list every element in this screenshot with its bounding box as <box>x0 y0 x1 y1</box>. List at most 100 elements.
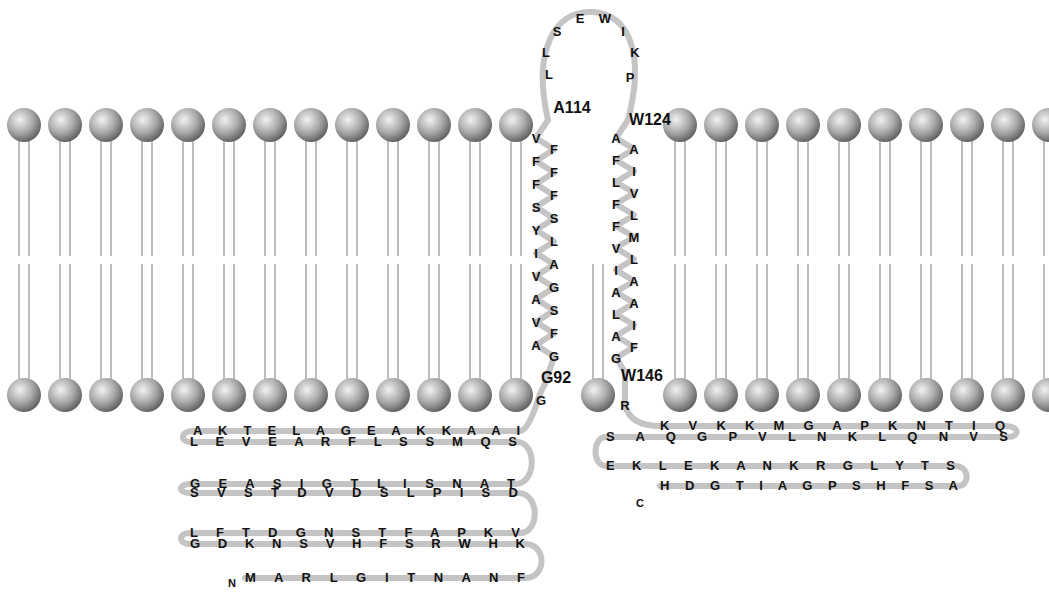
lipid-tail <box>274 140 275 256</box>
lipid-tail <box>141 264 142 380</box>
lipid-head <box>745 108 779 142</box>
residue-letter: F <box>550 189 558 202</box>
lipid-head <box>294 378 328 412</box>
protein-backbone <box>181 384 545 578</box>
residue-row: G D K N S V H F S R W H K <box>190 537 532 550</box>
transmembrane-helix <box>536 120 634 384</box>
residue-letter: I <box>534 247 538 260</box>
lipid-head <box>950 378 984 412</box>
lipid-tail <box>961 140 962 256</box>
lipid-tail <box>223 264 224 380</box>
residue-letter: R <box>620 399 629 412</box>
lipid-head <box>89 108 123 142</box>
residue-letter: G <box>549 281 559 294</box>
lipid-tail <box>100 264 101 380</box>
residue-letter: V <box>532 270 541 283</box>
lipid-head <box>171 108 205 142</box>
lipid-tail <box>69 264 70 380</box>
lipid-tail <box>233 140 234 256</box>
lipid-tail <box>715 140 716 256</box>
lipid-head <box>376 378 410 412</box>
lipid-head <box>89 378 123 412</box>
lipid-tail <box>848 140 849 256</box>
lipid-tail <box>766 264 767 380</box>
protein-backbone <box>596 372 1017 486</box>
residue-letter: S <box>532 201 541 214</box>
lipid-head <box>335 378 369 412</box>
residue-row: S V S T D V D S L P I S D <box>190 486 525 499</box>
lipid-tail <box>520 140 521 256</box>
residue-letter: A <box>611 330 620 343</box>
lipid-tail <box>1043 140 1044 256</box>
lipid-head <box>1032 378 1049 412</box>
lipid-head <box>909 108 943 142</box>
lipid-head <box>212 108 246 142</box>
lipid-head <box>48 108 82 142</box>
residue-letter: P <box>626 71 635 84</box>
lipid-tail <box>510 264 511 380</box>
residue-letter: G <box>536 394 546 407</box>
lipid-tail <box>151 140 152 256</box>
lipid-tail <box>725 140 726 256</box>
lipid-head <box>335 108 369 142</box>
residue-row: L E V E A R F L S S M Q S <box>190 435 524 448</box>
lipid-tail <box>807 264 808 380</box>
residue-row: S A Q G P V L N K L Q N V S <box>606 430 1017 443</box>
residue-letter: F <box>550 166 558 179</box>
residue-letter: A <box>531 339 540 352</box>
residue-letter: F <box>612 220 620 233</box>
lipid-tail <box>592 264 593 380</box>
lipid-head <box>130 378 164 412</box>
lipid-head <box>7 108 41 142</box>
residue-row: E K L E K A N K R G L Y T S <box>606 459 962 472</box>
lipid-head <box>417 108 451 142</box>
lipid-tail <box>510 140 511 256</box>
lipid-head <box>48 378 82 412</box>
lipid-tail <box>28 264 29 380</box>
lipid-head <box>786 378 820 412</box>
residue-letter: N <box>228 578 236 589</box>
lipid-head <box>704 108 738 142</box>
lipid-tail <box>397 140 398 256</box>
residue-letter: F <box>550 327 558 340</box>
lipid-head <box>294 108 328 142</box>
lipid-head <box>827 378 861 412</box>
residue-letter: E <box>576 12 585 25</box>
lipid-head <box>171 378 205 412</box>
residue-letter: F <box>532 155 540 168</box>
residue-letter: F <box>532 178 540 191</box>
lipid-head <box>868 108 902 142</box>
lipid-tail <box>602 264 603 380</box>
lipid-head <box>499 108 533 142</box>
residue-letter: A <box>629 143 638 156</box>
lipid-head <box>499 378 533 412</box>
lipid-tail <box>1043 264 1044 380</box>
lipid-tail <box>797 140 798 256</box>
lipid-tail <box>879 140 880 256</box>
lipid-tail <box>479 140 480 256</box>
residue-letter: A <box>611 132 620 145</box>
residue-letter: I <box>614 264 618 277</box>
residue-letter: V <box>532 132 541 145</box>
lipid-tail <box>674 140 675 256</box>
lipid-tail <box>879 264 880 380</box>
lipid-head <box>253 378 287 412</box>
lipid-tail <box>766 140 767 256</box>
lipid-tail <box>971 140 972 256</box>
residue-letter: L <box>630 209 638 222</box>
residue-letter: S <box>550 212 559 225</box>
residue-letter: V <box>532 316 541 329</box>
residue-letter: A <box>629 297 638 310</box>
lipid-head <box>827 108 861 142</box>
lipid-tail <box>930 264 931 380</box>
lipid-head <box>212 378 246 412</box>
lipid-tail <box>182 140 183 256</box>
lipid-tail <box>920 140 921 256</box>
lipid-tail <box>971 264 972 380</box>
residue-letter: F <box>550 143 558 156</box>
lipid-tail <box>274 264 275 380</box>
residue-row: H D G T I A G P S H F S A <box>660 479 964 492</box>
residue-row: M A R L G I T N A N F <box>245 571 533 584</box>
lipid-tail <box>223 140 224 256</box>
